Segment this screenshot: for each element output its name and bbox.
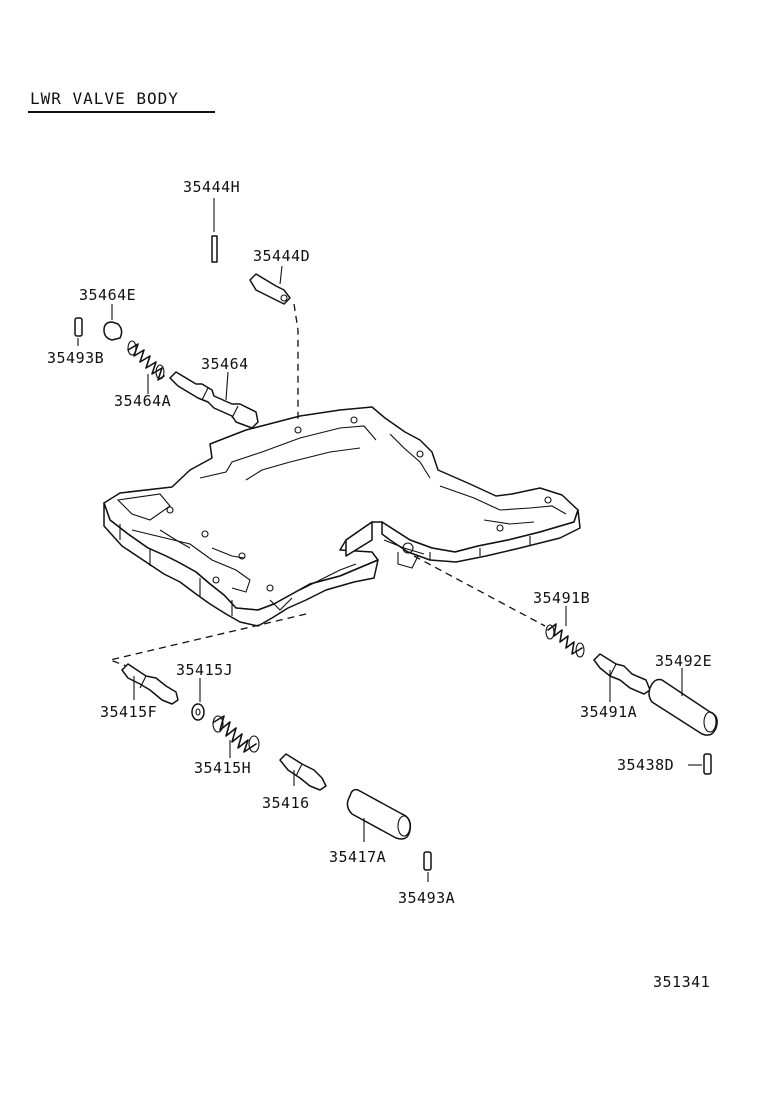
label-35415H: 35415H bbox=[194, 759, 251, 777]
diagram-number: 351341 bbox=[653, 973, 710, 991]
label-35415J: 35415J bbox=[176, 661, 233, 679]
part-35492E-sleeve bbox=[648, 668, 718, 736]
part-35444H-pin bbox=[211, 198, 218, 263]
part-35491B-spring bbox=[545, 606, 585, 658]
leader-dash-right bbox=[413, 555, 546, 627]
label-35491B: 35491B bbox=[533, 589, 590, 607]
label-35493B: 35493B bbox=[47, 349, 104, 367]
label-35464A: 35464A bbox=[114, 392, 171, 410]
part-35415H-spring bbox=[212, 715, 260, 758]
part-35438D-pin bbox=[688, 753, 712, 775]
label-35444D: 35444D bbox=[253, 247, 310, 265]
leader-dash-lower bbox=[107, 613, 307, 669]
label-35491A: 35491A bbox=[580, 703, 637, 721]
label-35415F: 35415F bbox=[100, 703, 157, 721]
label-35492E: 35492E bbox=[655, 652, 712, 670]
label-35464: 35464 bbox=[201, 355, 249, 373]
part-35416-plug bbox=[279, 753, 327, 791]
label-35493A: 35493A bbox=[398, 889, 455, 907]
lower-valve-body-housing bbox=[103, 406, 581, 627]
part-35464A-spring bbox=[127, 340, 165, 394]
label-35438D: 35438D bbox=[617, 756, 674, 774]
part-35464E-sleeve bbox=[103, 304, 123, 341]
part-35417A-sleeve bbox=[346, 788, 412, 842]
diagram-title: LWR VALVE BODY bbox=[30, 89, 179, 108]
part-35444D-plug bbox=[249, 265, 299, 420]
part-35415J-washer bbox=[191, 678, 205, 721]
label-35444H: 35444H bbox=[183, 178, 240, 196]
part-35464-valve bbox=[169, 371, 259, 429]
label-35464E: 35464E bbox=[79, 286, 136, 304]
part-35415F-valve bbox=[121, 663, 179, 705]
part-35491A-valve bbox=[593, 653, 651, 702]
label-35417A: 35417A bbox=[329, 848, 386, 866]
part-35493A-pin bbox=[423, 851, 432, 882]
label-35416: 35416 bbox=[262, 794, 310, 812]
part-35493B-pin bbox=[74, 317, 83, 346]
